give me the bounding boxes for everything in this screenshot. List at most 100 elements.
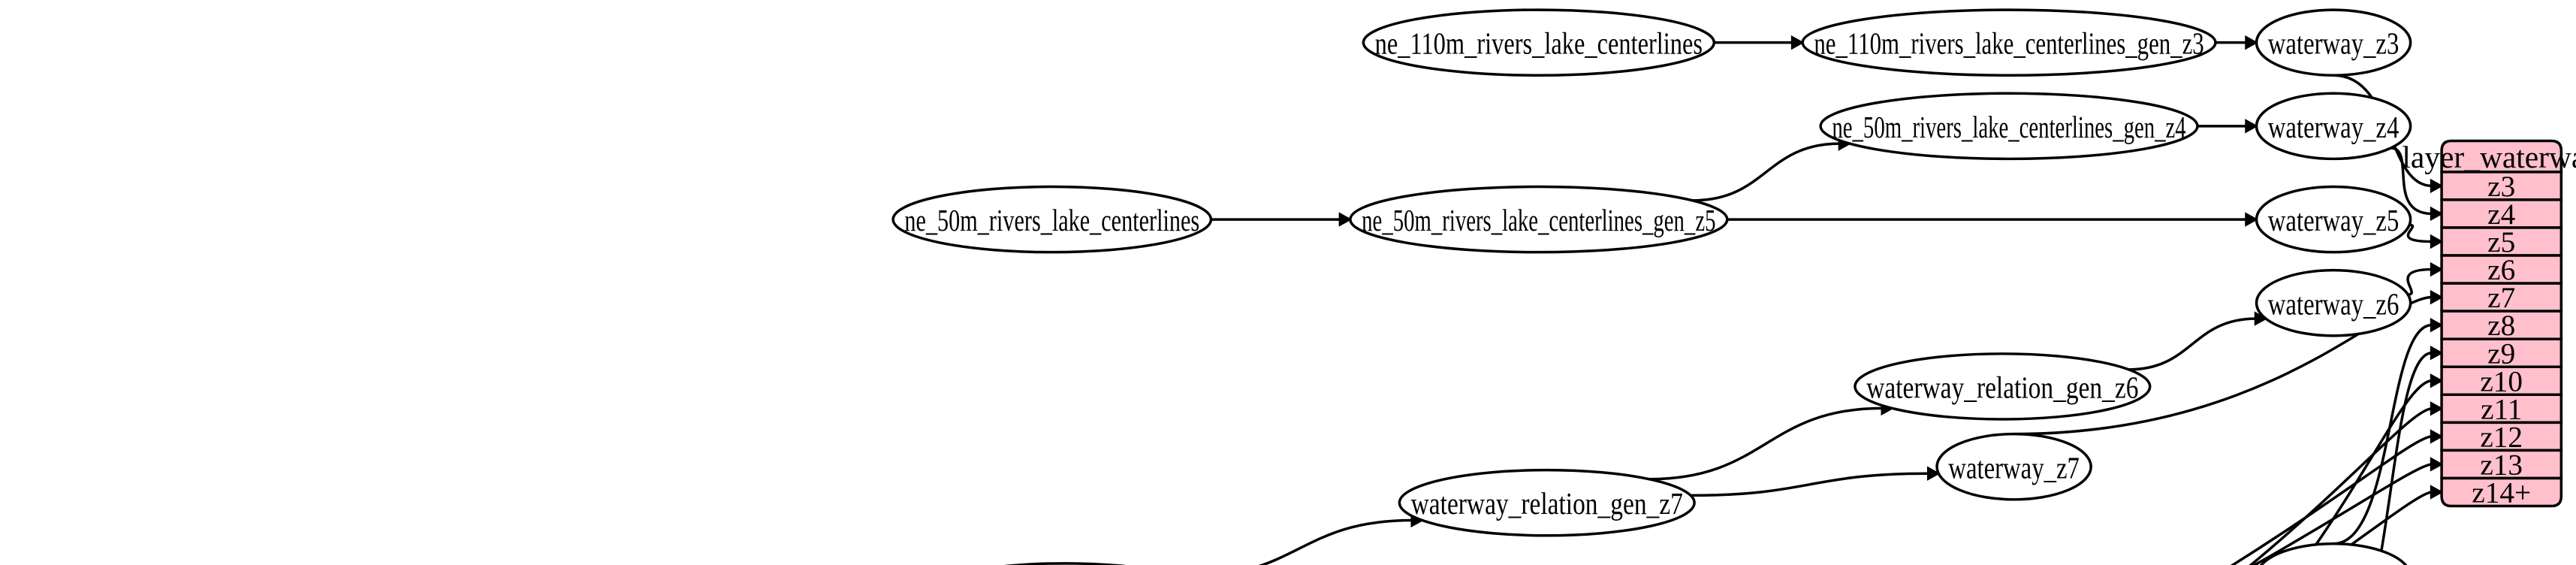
edge-line [1648,406,1883,481]
legend-row-label: z14+ [2472,477,2531,509]
node-label: waterway_z4 [2268,110,2400,144]
node-ne_110m_rivers_lake_centerlines[interactable]: ne_110m_rivers_lake_centerlines [1362,8,1716,77]
node-shape [1854,352,2152,421]
node-label: ne_50m_rivers_lake_centerlines [904,203,1199,237]
edge-waterway_z8-to-layer_waterway_z8 [2333,317,2444,545]
node-label: waterway_relation_gen_z7 [1411,486,1683,521]
node-ne_50m_rivers_lake_centerlines_gen_z4[interactable]: ne_50m_rivers_lake_centerlines_gen_z4 [1819,92,2199,161]
edge-arrowhead-icon [2430,317,2444,333]
node-shape [2255,268,2412,337]
edge-line [2406,223,2432,243]
edge-arrowhead-icon [1338,212,1353,227]
node-ne_50m_rivers_lake_centerlines[interactable]: ne_50m_rivers_lake_centerlines [891,185,1213,254]
edge-arrowhead-icon [2254,311,2268,326]
edge-waterway_z9-to-layer_waterway_z9 [2377,346,2444,565]
legend-row-label: z11 [2481,393,2522,425]
legend-row-label: z8 [2487,310,2515,342]
edge-line [2230,435,2433,565]
edge-arrowhead-icon [2430,206,2444,222]
legend-row-label: z13 [2480,449,2523,482]
node-label: waterway_z6 [2268,286,2400,321]
legend-title: layer_waterway [2402,140,2576,174]
node-label: waterway_z7 [1948,450,2080,485]
legend-row-label: z4 [2487,198,2515,231]
edge-ne_50m_rivers_lake_centerlines_gen_z5-to-waterway_z5 [1727,212,2258,227]
node-shape [1819,92,2199,161]
edge-waterway_z13-to-layer_waterway_z13 [2252,457,2444,565]
node-waterway_z5[interactable]: waterway_z5 [2255,185,2412,254]
legend-row-z14plus[interactable] [2440,476,2563,508]
legend-row-label: z12 [2480,421,2523,453]
edge-ne_110m_rivers_lake_centerlines-to-ne_110m_rivers_lake_centerlines_gen_z3 [1714,35,1805,50]
edge-arrowhead-icon [2430,401,2444,416]
edge-line [1691,472,1929,497]
node-shape [1003,562,1127,565]
edge-ne_110m_rivers_lake_centerlines_gen_z3-to-waterway_z3 [2215,35,2258,50]
node-label: ne_50m_rivers_lake_centerlines_gen_z4 [1832,110,2185,144]
nodes-layer: imposm3osm_waterway_relationosm_waterway… [891,8,2412,565]
edge-arrowhead-icon [2430,485,2444,500]
legend-row-label: z3 [2487,171,2515,203]
node-label: waterway_z8 [2268,560,2400,565]
node-waterway_z8[interactable]: waterway_z8 [2257,542,2411,565]
edge-line [2128,317,2256,371]
edge-arrowhead-icon [1926,466,1941,481]
node-shape [1362,8,1716,77]
legend-header-cell [2440,139,2563,174]
edge-arrowhead-icon [2430,373,2444,388]
edge-waterway_z11-to-layer_waterway_z11 [2249,401,2444,565]
edge-waterway_z5-to-layer_waterway_z5 [2406,223,2444,249]
node-waterway_relation_gen_z8[interactable]: waterway_relation_gen_z8 [918,562,1213,565]
edge-arrowhead-icon [2245,35,2258,50]
edge-arrowhead-icon [2430,289,2444,305]
node-shape [1398,468,1696,537]
edge-waterway_relation_gen_z7-to-waterway_z7 [1691,466,1941,497]
edge-waterway_z12-to-layer_waterway_z12 [2230,429,2444,565]
node-ne_110m_rivers_lake_centerlines_gen_z3[interactable]: ne_110m_rivers_lake_centerlines_gen_z3 [1801,8,2217,77]
edge-arrowhead-icon [2430,346,2444,361]
node-label: ne_110m_rivers_lake_centerlines [1375,26,1703,61]
node-waterway_z7[interactable]: waterway_z7 [1935,432,2092,501]
legend-row-label: z5 [2487,226,2515,258]
node-ne_50m_rivers_lake_centerlines_gen_z5[interactable]: ne_50m_rivers_lake_centerlines_gen_z5 [1349,185,1729,254]
node-label: waterway_relation_gen_z6 [1866,370,2138,405]
edge-waterway_z4-to-layer_waterway_z4 [2390,147,2444,222]
edge-arrowhead-icon [2430,178,2444,194]
edge-waterway_relation_gen_z8-to-waterway_relation_gen_z7 [1258,512,1425,565]
node-label: ne_110m_rivers_lake_centerlines_gen_z3 [1814,26,2203,61]
node-shape [2255,92,2412,161]
node-shape [1935,432,2092,501]
node-waterway_relation_gen_z7[interactable]: waterway_relation_gen_z7 [1398,468,1696,537]
edge-waterway_relation_gen_z7-to-waterway_relation_gen_z6 [1648,400,1895,481]
edge-line [2252,463,2433,565]
legend-row-label: z10 [2480,365,2523,397]
edge-arrowhead-icon [2430,261,2444,277]
node-waterway_z4[interactable]: waterway_z4 [2255,92,2412,161]
edge-line [2333,323,2433,545]
edge-arrowhead-icon [2430,429,2444,444]
edge-line [2377,351,2433,565]
node-waterway_z3[interactable]: waterway_z3 [2255,8,2412,77]
legend-table: layer_waterwayz3z4z5z6z7z8z9z10z11z12z13… [2402,139,2576,509]
legend-row-label: z6 [2487,254,2515,286]
node-shape [1349,185,1729,254]
node-label: ne_50m_rivers_lake_centerlines_gen_z5 [1362,203,1715,237]
node-waterway_relation_gen_z6[interactable]: waterway_relation_gen_z6 [1854,352,2152,421]
node-label: waterway_z5 [2268,203,2400,237]
node-shape [2255,185,2412,254]
node-shape [2255,8,2412,77]
edge-ne_50m_rivers_lake_centerlines-to-ne_50m_rivers_lake_centerlines_gen_z5 [1211,212,1353,227]
edge-arrowhead-icon [2245,212,2258,227]
node-waterway_z6[interactable]: waterway_z6 [2255,268,2412,337]
edge-line [2320,491,2433,565]
node-shape [1801,8,2217,77]
legend-row-label: z9 [2487,337,2515,370]
edge-line [1692,142,1840,202]
edge-waterway_z14-to-layer_waterway_z14_ [2320,485,2444,565]
node-label: waterway_z3 [2268,26,2400,61]
edge-arrowhead-icon [2430,234,2444,249]
edge-waterway_relation_gen_z6-to-waterway_z6 [2128,311,2268,371]
edge-ne_50m_rivers_lake_centerlines_gen_z5-to-ne_50m_rivers_lake_centerlines_gen_z4 [1692,136,1852,202]
node-shape [891,185,1213,254]
